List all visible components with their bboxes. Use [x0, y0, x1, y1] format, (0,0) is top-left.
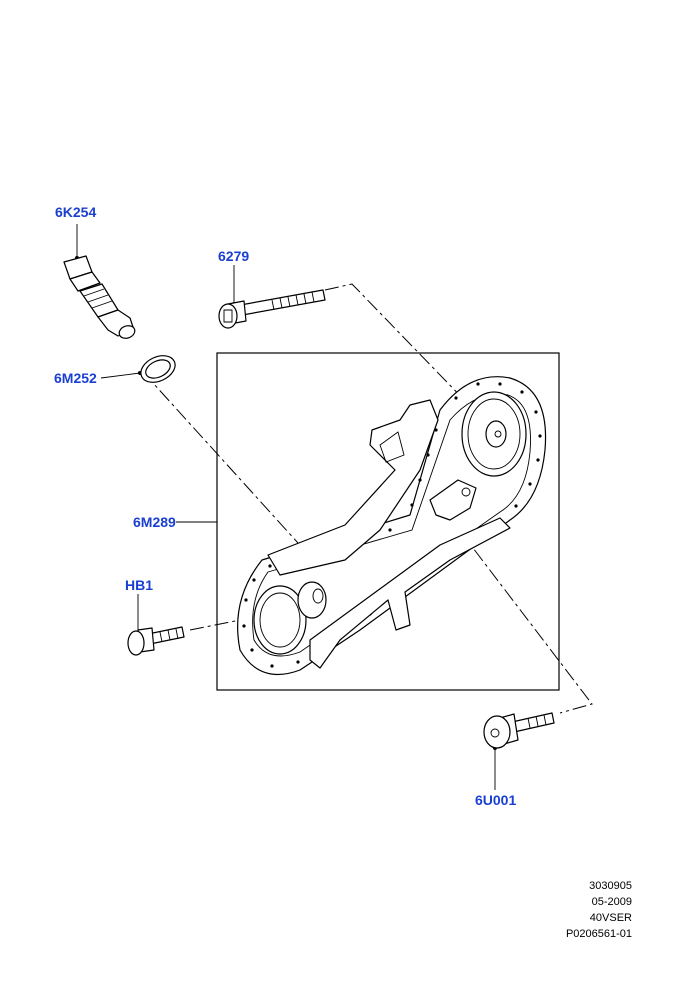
camshaft-sprocket [461, 391, 527, 477]
kit-frame [216, 352, 560, 691]
callout-hb1: HB1 [125, 577, 153, 593]
camshaft-sensor [63, 255, 136, 339]
bolt-6u001 [483, 712, 555, 749]
crankshaft-sprocket [253, 581, 327, 655]
bolt-6279 [218, 289, 326, 329]
footer-codes: 3030905 05-2009 40VSER P0206561-01 [566, 878, 632, 942]
o-ring-seal [140, 355, 176, 383]
callout-6k254: 6K254 [55, 204, 96, 220]
footer-line-4: P0206561-01 [565, 928, 632, 940]
callout-6279: 6279 [218, 248, 249, 264]
footer-line-3: 40VSER [589, 912, 632, 924]
footer-line-1: 3030905 [589, 880, 632, 892]
callout-6m252: 6M252 [54, 370, 97, 386]
footer-line-2: 05-2009 [591, 896, 632, 908]
bolt-hb1 [127, 626, 185, 656]
timing-chain-assembly [237, 376, 547, 676]
callout-6u001: 6U001 [475, 792, 516, 808]
callout-6m289: 6M289 [133, 514, 176, 530]
